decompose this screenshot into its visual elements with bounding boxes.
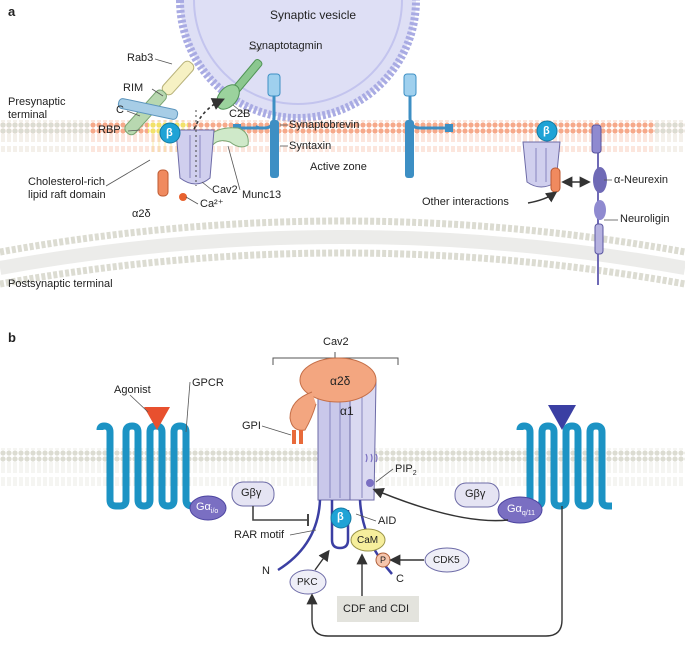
- synaptic-vesicle-label: Synaptic vesicle: [270, 8, 357, 22]
- cdf-cdi-box: [337, 596, 419, 622]
- alpha2delta-a: [157, 169, 169, 197]
- pip2-lipid: [366, 479, 374, 487]
- cdk5-box: [424, 547, 470, 573]
- aid-label: AID: [378, 515, 397, 527]
- gbg-left-label: Gβγ: [241, 487, 262, 499]
- postsynaptic-membrane: [0, 217, 685, 288]
- pip2-label: PIP2: [395, 463, 417, 480]
- alpha2delta-label-b: α2δ: [330, 374, 351, 388]
- cav2-channel-a: [175, 110, 215, 186]
- calcium-label: Ca²⁺: [200, 198, 224, 210]
- n-terminus-label: N: [262, 565, 270, 577]
- gpcr-left: [96, 422, 196, 510]
- neuroligin-label: Neuroligin: [620, 213, 670, 225]
- postsynaptic-terminal-label: Postsynaptic terminal: [8, 278, 113, 290]
- beta-subunit-right: [536, 120, 558, 142]
- rar-motif-label: RAR motif: [234, 529, 285, 541]
- alpha2delta-label-a: α2δ: [132, 208, 151, 220]
- galpha-q11: [497, 496, 543, 524]
- other-interactions-arrow: [527, 191, 558, 204]
- beta-subunit-b: [330, 507, 352, 529]
- syntaxin-label: Syntaxin: [289, 140, 332, 152]
- p-label: P: [380, 555, 387, 565]
- cdf-cdi-label: CDF and CDI: [343, 603, 410, 615]
- gbg-right-box: [454, 482, 500, 508]
- alpha2delta-right: [550, 167, 561, 193]
- panel-a-letter: a: [8, 4, 16, 19]
- c-terminus-label: C: [396, 573, 404, 585]
- galpha-io-subscript: i/o: [210, 508, 219, 516]
- rbp-protein: [117, 98, 179, 120]
- pip2-text: PIP: [395, 463, 413, 475]
- presynaptic-terminal-label-1: Presynaptic: [8, 96, 66, 108]
- beta-subunit-a: [159, 122, 181, 144]
- galpha-io: [189, 495, 227, 521]
- galpha-io-label: Gαi/o: [196, 501, 218, 518]
- rab3-label: Rab3: [127, 52, 154, 64]
- munc13-label: Munc13: [242, 189, 282, 201]
- gbg-inhibition-line: [252, 506, 308, 521]
- channel-loop: [330, 500, 350, 550]
- gq-to-pip2-arrow: [372, 488, 509, 522]
- panel-b-letter: b: [8, 330, 16, 345]
- cav2-channel-b: [317, 379, 377, 501]
- beta-label-a: β: [166, 127, 173, 139]
- rbp-label: RBP: [98, 124, 121, 136]
- cam-label: CaM: [357, 535, 379, 546]
- cam: [350, 528, 386, 552]
- active-zone-label: Active zone: [310, 161, 367, 173]
- rim-label: RIM: [123, 82, 144, 94]
- rab3-protein: [161, 60, 195, 96]
- galpha-q11-text: Gα: [507, 503, 522, 515]
- agonist-label: Agonist: [114, 384, 151, 396]
- synaptobrevin-label: Synaptobrevin: [289, 119, 360, 131]
- agonist-ligand: [144, 407, 170, 430]
- cholesterol-label-1: Cholesterol-rich: [28, 176, 106, 188]
- pkc-label: PKC: [297, 577, 318, 588]
- other-interactions-label: Other interactions: [422, 196, 509, 208]
- gbg-right-label: Gβγ: [465, 488, 486, 500]
- c2b-label: C2B: [229, 108, 251, 120]
- c-label-a: C: [116, 104, 124, 116]
- syntaxin-right: [405, 120, 414, 178]
- synaptotagmin-label: Synaptotagmin: [249, 40, 323, 52]
- gpi-label: GPI: [242, 420, 261, 432]
- cdk5-label: CDK5: [433, 555, 460, 566]
- presynaptic-terminal-label-2: terminal: [8, 109, 48, 121]
- galpha-io-text: Gα: [196, 501, 211, 513]
- cav2-label-a: Cav2: [212, 184, 238, 196]
- alpha2delta-b: [299, 357, 377, 403]
- munc13: [207, 127, 249, 148]
- beta-label-right: β: [543, 125, 550, 137]
- calcium-ion: [179, 193, 187, 201]
- panel-b-leader-lines: [129, 381, 394, 536]
- galpha-q11-subscript: q/11: [521, 510, 536, 518]
- gpcr-label: GPCR: [192, 377, 224, 389]
- alpha1-label: α1: [340, 404, 354, 418]
- cholesterol-label-2: lipid raft domain: [28, 189, 106, 201]
- galpha-q11-label: Gαq/11: [507, 503, 535, 520]
- syntaxin-left: [270, 120, 279, 178]
- ligand-right: [548, 405, 576, 430]
- cav2-label-b: Cav2: [323, 336, 349, 348]
- neurexin-neuroligin: [591, 124, 607, 285]
- panel-a-leader-lines: [105, 48, 618, 221]
- beta-label-b: β: [337, 511, 344, 523]
- pip2-subscript: 2: [412, 470, 417, 478]
- presynaptic-membrane: [0, 120, 685, 152]
- alpha-neurexin-label: α-Neurexin: [614, 174, 669, 186]
- gq-to-pkc-arrow: [306, 506, 563, 637]
- n-terminus: [277, 499, 322, 572]
